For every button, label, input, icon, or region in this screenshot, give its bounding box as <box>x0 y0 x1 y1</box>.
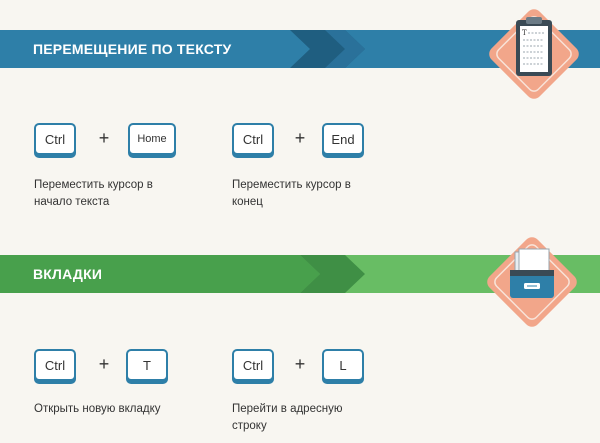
description-line: начало текста <box>34 196 110 208</box>
shortcut-ctrl-l: Ctrl + L <box>232 349 392 389</box>
description-line: Переместить курсор в <box>34 179 153 191</box>
clipboard-badge: T <box>484 4 584 104</box>
description-line: Переместить курсор в <box>232 179 351 191</box>
key-l: L <box>322 349 364 381</box>
plus-sign: + <box>98 128 110 148</box>
section-title: ВКЛАДКИ <box>33 266 103 282</box>
clipboard-icon: T <box>489 9 579 99</box>
shortcut-description: Перейти в адресную строку <box>232 401 397 435</box>
shortcut-description: Переместить курсор в начало текста <box>34 177 199 211</box>
plus-sign: + <box>294 128 306 148</box>
section-bar-graphic <box>0 255 600 293</box>
key-t: T <box>126 349 168 381</box>
shortcut-description: Открыть новую вкладку <box>34 401 199 418</box>
section-title: ПЕРЕМЕЩЕНИЕ ПО ТЕКСТУ <box>33 41 232 57</box>
shortcut-ctrl-end: Ctrl + End <box>232 123 392 163</box>
plus-sign: + <box>294 354 306 374</box>
key-ctrl: Ctrl <box>34 349 76 381</box>
key-ctrl: Ctrl <box>232 123 274 155</box>
folder-tray-badge <box>482 232 582 332</box>
svg-text:T: T <box>522 29 527 37</box>
description-line: Перейти в адресную <box>232 403 343 415</box>
section-header-tabs: ВКЛАДКИ <box>0 255 600 293</box>
shortcut-ctrl-t: Ctrl + T <box>34 349 194 389</box>
folder-tray-icon <box>487 237 577 327</box>
key-end: End <box>322 123 364 155</box>
shortcut-ctrl-home: Ctrl + Home <box>34 123 194 163</box>
key-ctrl: Ctrl <box>34 123 76 155</box>
description-line: строку <box>232 420 267 432</box>
shortcut-description: Переместить курсор в конец <box>232 177 397 211</box>
description-line: конец <box>232 196 263 208</box>
key-ctrl: Ctrl <box>232 349 274 381</box>
plus-sign: + <box>98 354 110 374</box>
description-line: Открыть новую вкладку <box>34 403 161 415</box>
key-home: Home <box>128 123 176 155</box>
